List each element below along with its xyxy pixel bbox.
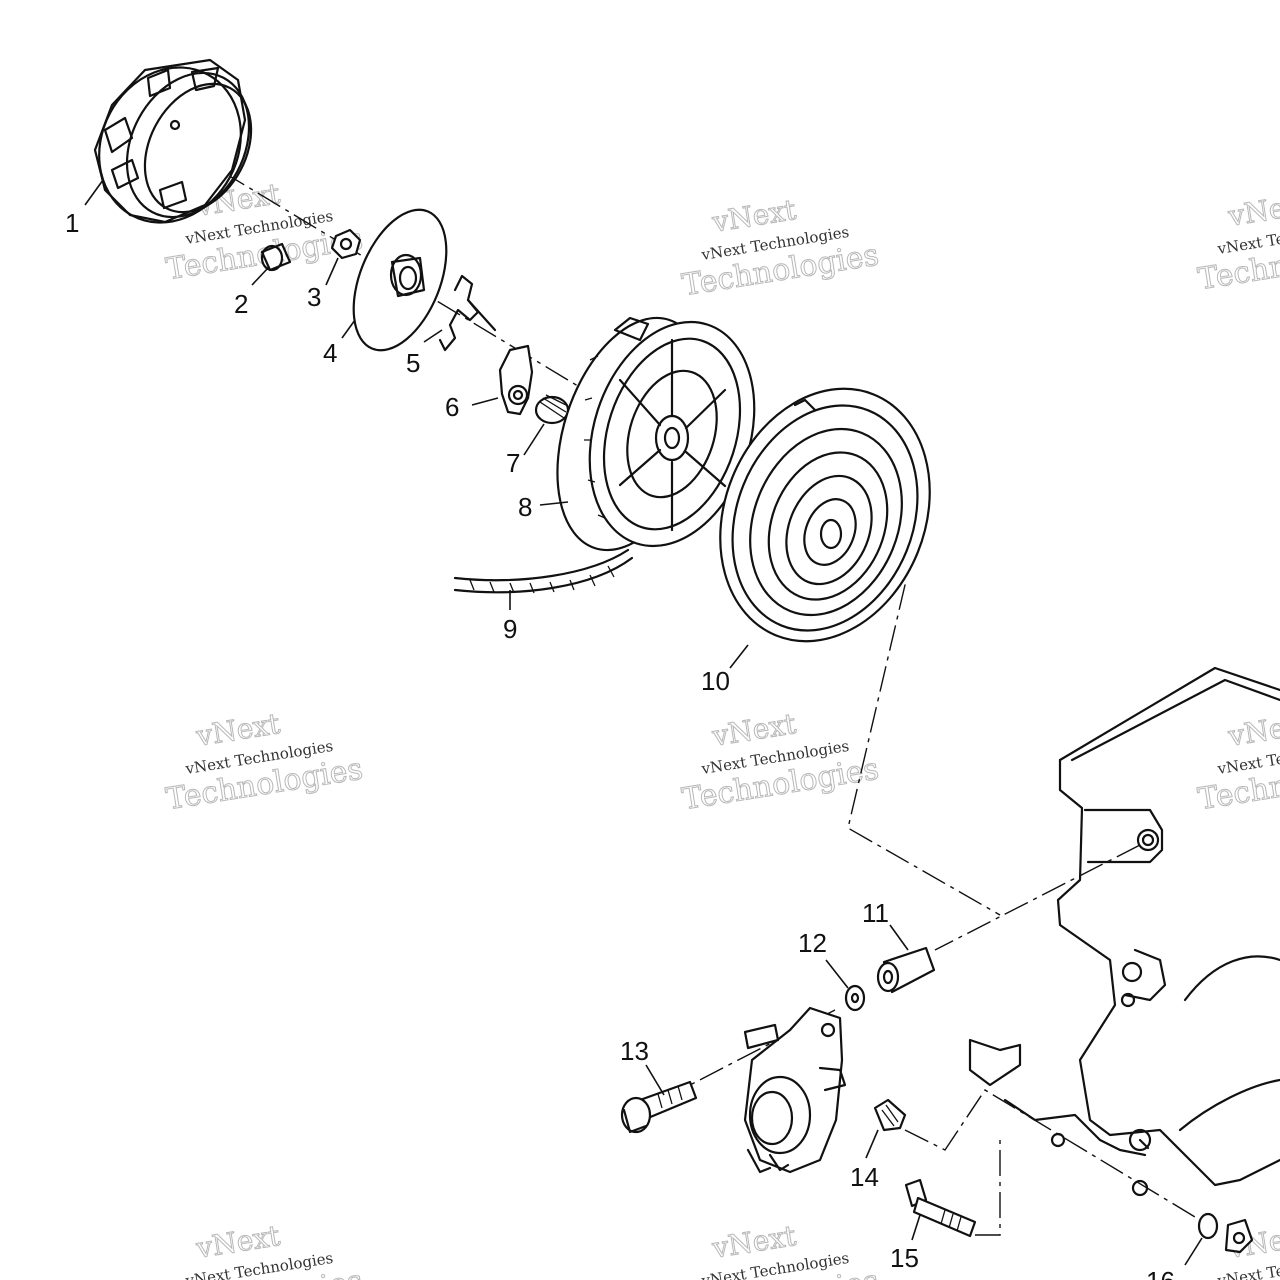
leader-lines <box>84 179 1203 1266</box>
callout-14: 14 <box>850 1162 879 1192</box>
callout-2: 2 <box>234 289 248 319</box>
part-14-fitting <box>873 1098 907 1132</box>
callout-10: 10 <box>701 666 730 696</box>
part-15-long-bolt <box>904 1178 977 1238</box>
part-7-pawl-spring <box>534 394 570 425</box>
callout-numbers: 1 2 3 4 5 6 7 8 9 10 11 12 13 14 15 16 <box>65 208 1175 1280</box>
engine-housing <box>968 666 1280 1197</box>
callout-15: 15 <box>890 1243 919 1273</box>
watermark: vNext Technologies vNext Technologies <box>1195 706 1280 817</box>
watermark: vNext Technologies vNext Technologies <box>679 192 882 303</box>
watermark-big-1: vNext <box>1225 707 1280 753</box>
watermark: vNext Technologies vNext Technologies <box>1195 186 1280 297</box>
callout-11: 11 <box>862 898 889 928</box>
callout-1: 1 <box>65 208 79 238</box>
callout-3: 3 <box>307 282 321 312</box>
watermark: vNext Technologies vNext Technologies <box>163 1218 366 1280</box>
part-1-drive-cup <box>93 58 253 224</box>
part-9-starter-rope <box>453 548 634 594</box>
part-13-bolt <box>620 1080 698 1134</box>
part-16-washer-and-nut <box>1197 1212 1254 1254</box>
fuel-pump <box>743 1006 847 1174</box>
watermark-big-1: vNext <box>1225 187 1280 233</box>
watermark: vNext Technologies vNext Technologies <box>679 706 882 817</box>
callout-7: 7 <box>506 448 520 478</box>
part-3-nut <box>330 228 362 260</box>
part-8-rope-reel <box>556 316 756 552</box>
part-12-washer <box>844 984 866 1012</box>
callout-9: 9 <box>503 614 517 644</box>
part-10-recoil-spring <box>719 387 931 643</box>
part-5-return-spring-clip <box>438 274 497 352</box>
callout-6: 6 <box>445 392 459 422</box>
callout-16: 16 <box>1146 1266 1175 1280</box>
watermark: vNext Technologies vNext Technologies <box>163 706 366 817</box>
part-6-pawl <box>498 344 534 416</box>
callout-5: 5 <box>406 348 420 378</box>
part-4-friction-plate <box>352 208 448 352</box>
part-2-screw <box>260 242 292 272</box>
callout-4: 4 <box>323 338 337 368</box>
watermark: vNext Technologies vNext Technologies <box>679 1218 882 1280</box>
callout-8: 8 <box>518 492 532 522</box>
part-11-collar <box>876 946 936 994</box>
callout-12: 12 <box>798 928 827 958</box>
callout-13: 13 <box>620 1036 649 1066</box>
